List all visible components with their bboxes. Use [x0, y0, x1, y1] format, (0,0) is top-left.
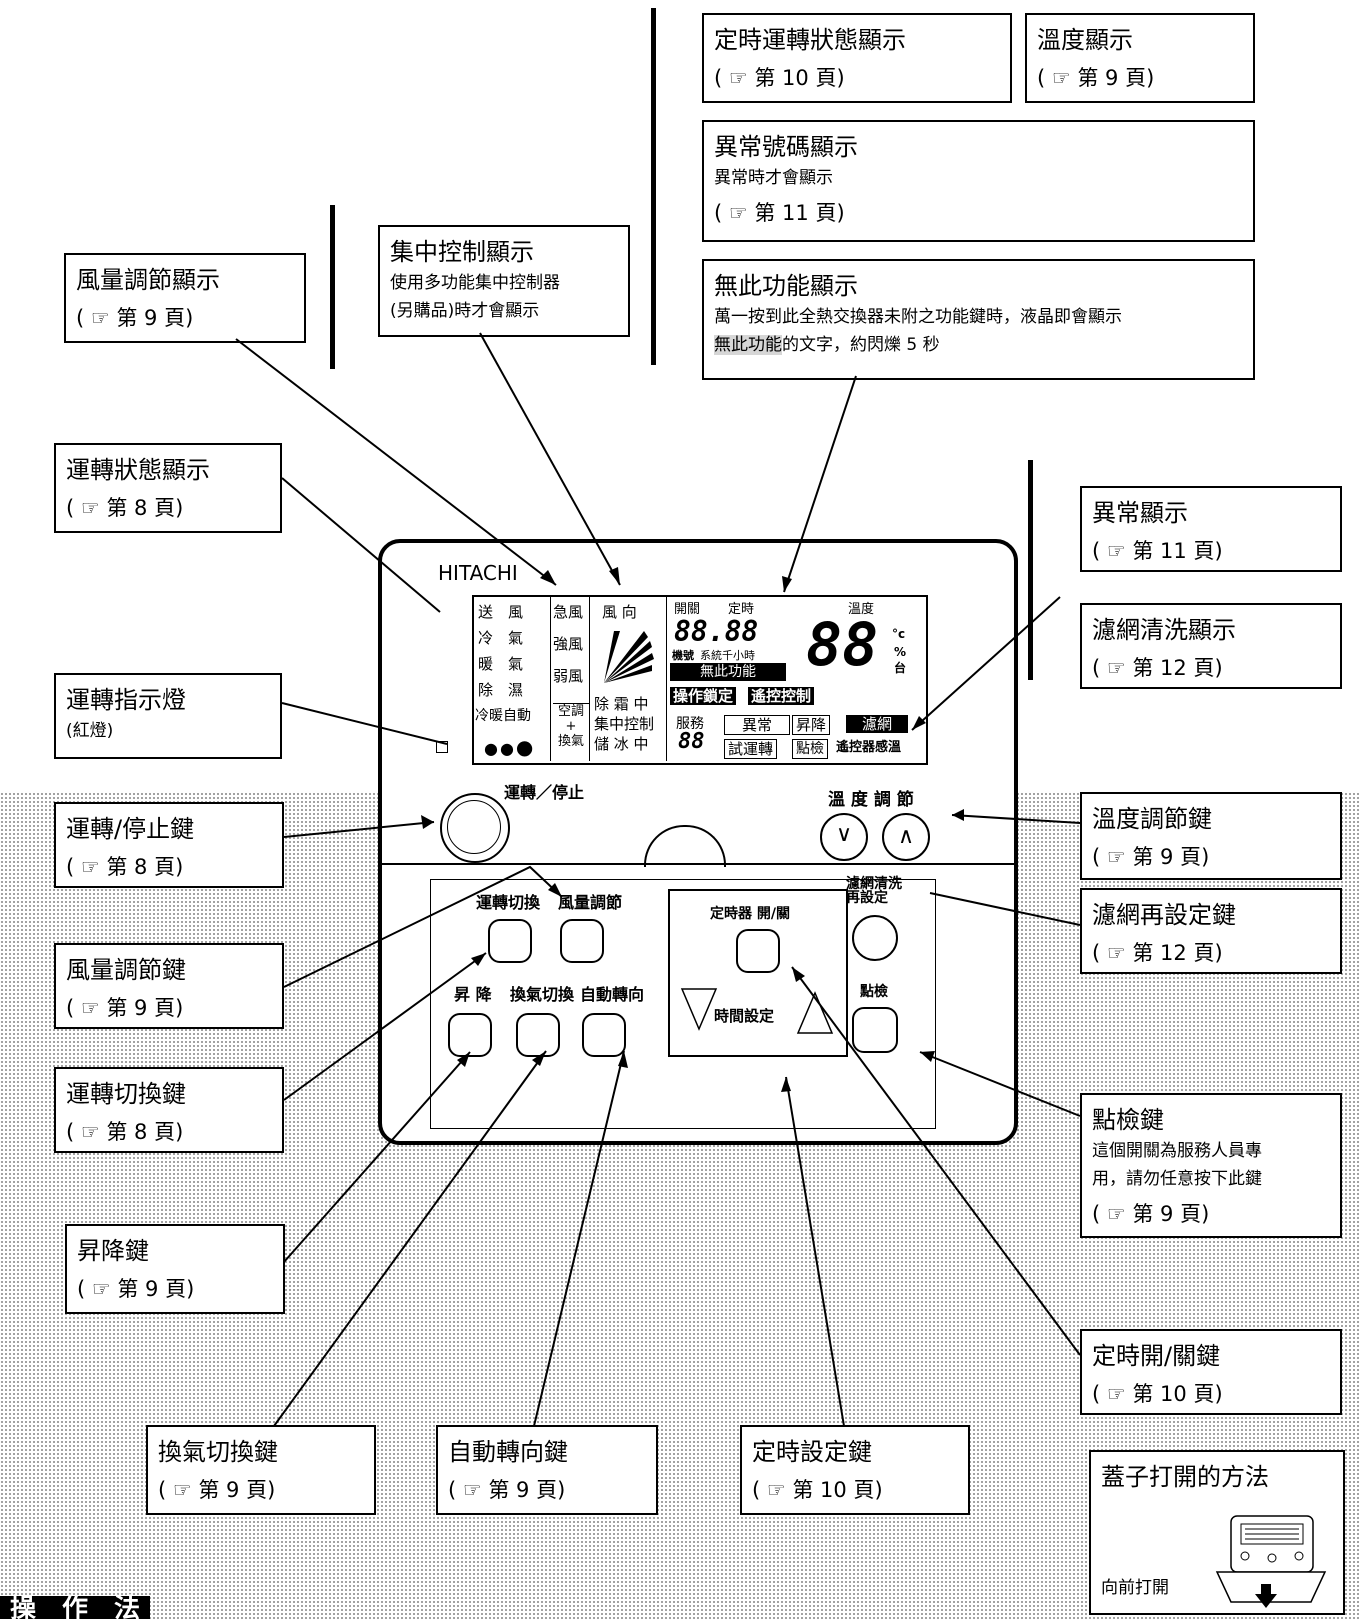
callout-temp-display: 溫度顯示 ( ☞ 第 9 頁) — [1025, 13, 1255, 103]
callout-filter-reset-key: 濾網再設定鍵 ( ☞ 第 12 頁) — [1080, 888, 1342, 974]
leader-line — [283, 1051, 471, 1263]
leader-line — [235, 338, 557, 586]
vent-switch-button[interactable] — [516, 1013, 560, 1057]
fan-list: 急風 強風 弱風 空調 + 換氣 — [551, 597, 590, 761]
chevron-down-icon: ∨ — [835, 822, 853, 847]
leader-line — [783, 375, 857, 593]
callout-lift-key: 昇降鍵 ( ☞ 第 9 頁) — [65, 1224, 285, 1314]
callout-vent-key: 換氣切換鍵 ( ☞ 第 9 頁) — [146, 1425, 376, 1515]
arrowhead-icon — [457, 1052, 470, 1067]
divider-bar — [330, 205, 335, 369]
callout-cover-open: 蓋子打開的方法 向前打開 — [1089, 1450, 1345, 1615]
run-lamp — [436, 741, 448, 753]
temp-digits: 88 — [806, 610, 879, 680]
lift-button[interactable] — [448, 1013, 492, 1057]
timer-onoff-button[interactable] — [736, 929, 780, 973]
time-down-icon[interactable] — [680, 988, 718, 1031]
callout-temp-key: 溫度調節鍵 ( ☞ 第 9 頁) — [1080, 792, 1342, 880]
leader-line — [273, 1050, 547, 1427]
temp-down-button[interactable]: ∨ — [820, 813, 868, 861]
drop-icons: ●●● — [484, 735, 536, 759]
leader-line — [283, 865, 563, 988]
check-button[interactable] — [852, 1007, 898, 1053]
run-stop-button[interactable] — [440, 793, 510, 863]
leader-line — [479, 332, 621, 586]
callout-no-function: 無此功能顯示 萬一按到此全熱交換器未附之功能鍵時，液晶即會顯示 無此功能的文字，… — [702, 259, 1255, 380]
leader-line — [785, 1076, 845, 1427]
chevron-up-icon: ∧ — [897, 824, 915, 849]
leader-line — [911, 596, 1061, 731]
arrowhead-icon — [471, 953, 486, 966]
leader-line — [283, 952, 487, 1101]
brand-logo: HITACHI — [438, 561, 518, 585]
leader-line — [281, 477, 441, 613]
leader-line — [283, 821, 435, 838]
arrowhead-icon — [920, 1051, 935, 1062]
callout-op-status: 運轉狀態顯示 ( ☞ 第 8 頁) — [54, 443, 282, 533]
arrowhead-icon — [548, 883, 562, 897]
callout-mode-key: 運轉切換鍵 ( ☞ 第 8 頁) — [54, 1067, 284, 1153]
lower-divider — [382, 863, 1014, 865]
callout-error-code: 異常號碼顯示 異常時才會顯示 ( ☞ 第 11 頁) — [702, 120, 1255, 242]
arrowhead-icon — [618, 1051, 628, 1068]
arrowhead-icon — [532, 1051, 546, 1066]
section-heading: 操 作 法 — [0, 1596, 151, 1622]
arrowhead-icon — [782, 576, 792, 592]
time-set-arrows — [680, 988, 834, 1034]
auto-swing-button[interactable] — [582, 1013, 626, 1057]
temp-up-button[interactable]: ∧ — [882, 813, 930, 861]
filter-reset-button[interactable] — [852, 915, 898, 961]
remote-controller: HITACHI 送 風 冷 氣 暖 氣 除 濕 冷暖自動 ●●● 急風 強風 弱… — [378, 539, 1018, 1145]
leader-line — [533, 1050, 625, 1427]
lower-frame — [430, 879, 936, 1129]
lcd-screen: 送 風 冷 氣 暖 氣 除 濕 冷暖自動 ●●● 急風 強風 弱風 空調 + 換… — [472, 595, 928, 765]
leader-line — [951, 814, 1081, 824]
direction-block: 風 向 除 霜 中 集中控制 儲 冰 中 — [590, 597, 667, 761]
callout-check-key: 點檢鍵 這個開關為服務人員專 用，請勿任意按下此鍵 ( ☞ 第 9 頁) — [1080, 1093, 1342, 1238]
mode-switch-button[interactable] — [488, 919, 532, 963]
clock-digits: 88.88 — [674, 615, 759, 648]
callout-run-stop-key: 運轉/停止鍵 ( ☞ 第 8 頁) — [54, 802, 284, 888]
arrowhead-icon — [781, 1077, 791, 1092]
arrowhead-icon — [912, 716, 926, 730]
leader-line — [919, 1051, 1081, 1117]
callout-timer-status: 定時運轉狀態顯示 ( ☞ 第 10 頁) — [702, 13, 1012, 103]
divider-bar — [1028, 460, 1033, 680]
cover-open-illustration — [1215, 1515, 1327, 1608]
fan-adjust-button[interactable] — [560, 919, 604, 963]
leader-line — [791, 966, 1081, 1356]
no-function-highlight: 無此功能 — [714, 335, 782, 355]
time-up-icon[interactable] — [796, 991, 834, 1034]
callout-error-display: 異常顯示 ( ☞ 第 11 頁) — [1080, 486, 1342, 572]
arrowhead-icon — [421, 815, 434, 829]
callout-timer-onoff-key: 定時開/關鍵 ( ☞ 第 10 頁) — [1080, 1329, 1342, 1415]
service-digits: 88 — [678, 729, 705, 754]
timer-frame: 定時器 開/關 時間設定 — [668, 889, 848, 1057]
arrowhead-icon — [952, 809, 964, 821]
callout-central-control: 集中控制顯示 使用多功能集中控制器 (另購品)時才會顯示 — [378, 225, 630, 337]
timer-block: 開關 定時 溫度 88.88 機號 系統千小時 88 °c % 台 無此功能 操… — [670, 602, 908, 759]
arrowhead-icon — [540, 570, 556, 585]
callout-fan-key: 風量調節鍵 ( ☞ 第 9 頁) — [54, 943, 284, 1029]
callout-run-lamp: 運轉指示燈 (紅燈) — [54, 673, 282, 759]
callout-fan-display: 風量調節顯示 ( ☞ 第 9 頁) — [64, 253, 306, 343]
callout-timer-set-key: 定時設定鍵 ( ☞ 第 10 頁) — [740, 1425, 970, 1515]
leader-line — [929, 892, 1081, 926]
divider-bar — [651, 8, 656, 365]
mode-list: 送 風 冷 氣 暖 氣 除 濕 冷暖自動 ●●● — [474, 597, 551, 761]
leader-line — [281, 702, 448, 745]
louver-icon — [604, 631, 654, 683]
arrowhead-icon — [792, 967, 805, 982]
callout-filter-display: 濾網清洗顯示 ( ☞ 第 12 頁) — [1080, 603, 1342, 689]
callout-swing-key: 自動轉向鍵 ( ☞ 第 9 頁) — [436, 1425, 658, 1515]
arrowhead-icon — [609, 567, 620, 585]
